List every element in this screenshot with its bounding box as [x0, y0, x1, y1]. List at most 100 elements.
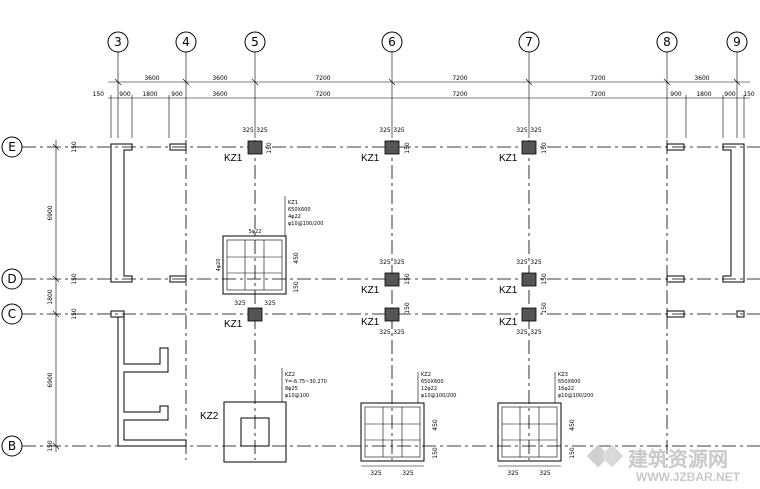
axis-label-C: C	[8, 307, 16, 321]
cdim-6E-c: 150	[404, 142, 411, 154]
cdim-6E-b: 325	[393, 127, 405, 134]
dim2-7: 7200	[590, 91, 605, 98]
left-axis-bubbles: E D C B	[1, 136, 23, 457]
axis-label-E: E	[8, 140, 16, 154]
column-6-D	[384, 272, 400, 287]
kz2-note-0: KZ2	[285, 372, 295, 378]
kz2b-note-1: 650X600	[421, 379, 444, 385]
cdim-6D-a: 325	[379, 259, 391, 266]
axis-bubble-D: D	[1, 268, 23, 290]
kz1-note-0: KZ1	[288, 200, 298, 206]
left-dimension-chain: 6900 1800 6900 150 150 150 150	[47, 140, 78, 452]
kz2-note-2: 8φ25	[285, 386, 298, 392]
left-dim-150-c: 150	[71, 308, 78, 320]
cdim-7E-b: 325	[530, 127, 542, 134]
kz3-section-detail: KZ3 650X600 16φ22 φ10@100/200 450 150 32…	[497, 372, 593, 477]
horizontal-grid-lines	[22, 146, 760, 447]
axis-label-B: B	[8, 439, 16, 453]
kz1-label-5-E: KZ1	[224, 153, 243, 164]
kz2b-325-b: 325	[402, 470, 414, 477]
kz1-label-6-D: KZ1	[361, 285, 380, 296]
kz1-label-6-E: KZ1	[361, 153, 380, 164]
kz1-note-2: 4φ22	[288, 214, 301, 220]
axis-label-D: D	[7, 272, 16, 286]
cdim-6D-c: 150	[404, 273, 411, 285]
cdim-6C-a: 325	[379, 329, 391, 336]
column-7-C	[521, 307, 537, 322]
cdim-7E-c: 150	[541, 142, 548, 154]
dim2-1: 900	[119, 91, 131, 98]
kz2b-section-detail: KZ2 650X600 12φ22 φ10@100/200 450 150 32…	[360, 372, 456, 477]
cdim-6C-c: 150	[404, 302, 411, 314]
dim-7-8: 7200	[590, 75, 605, 82]
axis-bubble-8: 8	[656, 31, 678, 53]
kz1-note-1: 650X600	[288, 207, 311, 213]
axis-bubble-7: 7	[518, 31, 540, 53]
axis-label-6: 6	[388, 35, 396, 49]
dim-5-6: 7200	[315, 75, 330, 82]
axis-bubble-B: B	[1, 435, 23, 457]
cdim-7D-a: 325	[516, 259, 528, 266]
kz2b-note-2: 12φ22	[421, 386, 437, 392]
kz2b-note-3: φ10@100/200	[421, 393, 456, 399]
dim2-10: 900	[724, 91, 736, 98]
kz1-detail-450: 450	[293, 252, 300, 264]
axis-label-8: 8	[663, 35, 671, 49]
column-5-C	[247, 307, 263, 322]
dim2-4: 3600	[212, 91, 227, 98]
column-5-E	[247, 140, 263, 155]
kz3-450: 450	[569, 419, 576, 431]
kz2-note-1: Y=-6.75~30.270	[284, 379, 327, 385]
dim2-6: 7200	[452, 91, 467, 98]
kz2b-note-0: KZ2	[421, 372, 431, 378]
kz3-note-1: 650X600	[558, 379, 581, 385]
axis-bubble-6: 6	[381, 31, 403, 53]
kz2b-325-a: 325	[370, 470, 382, 477]
kz2-label: KZ2	[200, 411, 219, 422]
watermark: 建筑资源网 WWW.JZBAR.NET	[586, 444, 741, 484]
kz2b-150: 150	[432, 447, 439, 459]
dim-8-9: 3600	[694, 75, 709, 82]
watermark-cn: 建筑资源网	[628, 447, 728, 471]
kz2b-450: 450	[432, 419, 439, 431]
cdim-7C-c: 150	[541, 302, 548, 314]
cdim-5E-b: 325	[256, 127, 268, 134]
kz1-label-6-C: KZ1	[361, 317, 380, 328]
left-wall-outline	[110, 143, 187, 447]
column-7-D	[521, 272, 537, 287]
kz3-note-2: 16φ22	[558, 386, 574, 392]
dim-3-4: 3600	[144, 75, 159, 82]
dim2-0: 150	[93, 91, 105, 98]
dim2-9: 1800	[696, 91, 711, 98]
dim-4-5: 3600	[212, 75, 227, 82]
left-dim-150-d: 150	[71, 273, 78, 285]
cdim-6D-b: 325	[393, 259, 405, 266]
kz3-150: 150	[569, 447, 576, 459]
watermark-logo-icon	[586, 444, 624, 468]
axis-bubble-E: E	[1, 136, 23, 158]
kz1-label-5-C: KZ1	[224, 319, 243, 330]
top-axis-bubbles: 3 4 5 6 7 8 9	[107, 31, 748, 53]
left-dim-150-e: 150	[71, 141, 78, 153]
cdim-6E-a: 325	[379, 127, 391, 134]
kz3-325-b: 325	[539, 470, 551, 477]
axis-label-7: 7	[525, 35, 533, 49]
kz3-note-3: φ10@100/200	[558, 393, 593, 399]
right-wall-outline	[666, 143, 745, 318]
cdim-6C-b: 325	[393, 329, 405, 336]
dim2-5: 7200	[315, 91, 330, 98]
dim-6-7: 7200	[452, 75, 467, 82]
left-dim-2: 6900	[47, 372, 54, 387]
vertical-grid-lines	[117, 52, 738, 460]
cdim-5C-b: 325	[264, 300, 276, 307]
dim2-8: 900	[670, 91, 682, 98]
cdim-5C-a: 325	[234, 300, 246, 307]
kz1-labels: KZ1 KZ1 KZ1 KZ1 KZ1 KZ1 KZ1 KZ1	[224, 153, 518, 330]
axis-bubble-C: C	[1, 303, 23, 325]
left-dim-1: 1800	[47, 289, 54, 304]
cdim-7D-b: 325	[530, 259, 542, 266]
cdim-7C-a: 325	[516, 329, 528, 336]
dim2-11: 150	[743, 91, 755, 98]
column-local-dims: 325 325 150 325 325 150 325 325 150 325 …	[234, 127, 548, 336]
axis-label-5: 5	[251, 35, 259, 49]
